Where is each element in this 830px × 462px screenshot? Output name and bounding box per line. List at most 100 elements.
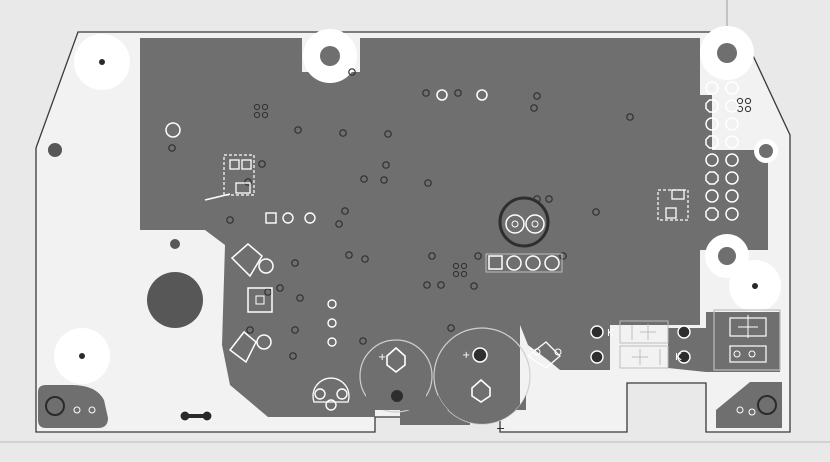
via-group — [168, 68, 752, 360]
via-icon — [530, 104, 538, 112]
via-icon — [744, 97, 752, 105]
via-icon — [384, 130, 392, 138]
via-icon — [736, 97, 744, 105]
component-round-center[interactable] — [498, 196, 550, 248]
via-icon — [422, 89, 430, 97]
via-icon — [261, 103, 269, 111]
edge-pad-right-hole — [759, 144, 773, 158]
via-icon — [296, 294, 304, 302]
via-icon — [428, 252, 436, 260]
capacitor-electrolytic-left[interactable]: + — [359, 339, 433, 413]
via-icon — [345, 251, 353, 259]
via-icon — [289, 352, 297, 360]
via-icon — [294, 126, 302, 134]
mounting-hole-right[interactable] — [729, 260, 781, 312]
via-icon — [454, 89, 462, 97]
via-icon — [339, 129, 347, 137]
trace-to-diodes — [520, 325, 610, 370]
via-icon — [447, 324, 455, 332]
via-icon — [264, 288, 272, 296]
cap-minus-label: − — [496, 422, 505, 435]
via-icon — [361, 255, 369, 263]
mounting-hole-bottom-left[interactable] — [54, 328, 110, 384]
th-pad-icon — [725, 153, 739, 167]
pads-bottom-left[interactable] — [45, 396, 213, 422]
th-pad-icon — [705, 189, 719, 203]
via-icon — [382, 161, 390, 169]
diode-upper[interactable]: K — [590, 320, 691, 344]
th-pad-icon — [705, 81, 719, 95]
via-icon — [380, 176, 388, 184]
copper-pour-main — [140, 38, 768, 425]
cap-right-plus-label: + — [462, 350, 470, 361]
transistor-to92-bottom[interactable] — [312, 377, 350, 411]
via-icon — [335, 220, 343, 228]
th-pad-icon — [725, 189, 739, 203]
component-ic-upper-left[interactable] — [204, 154, 255, 201]
th-pad-icon — [725, 99, 739, 113]
copper-pour-bottom-right — [716, 382, 782, 428]
mounting-hole-top-right[interactable] — [700, 26, 754, 80]
via-icon — [626, 113, 634, 121]
via-icon — [470, 282, 478, 290]
via-icon — [253, 103, 261, 111]
terminal-block-right[interactable] — [713, 309, 781, 371]
mounting-hole-top-center[interactable] — [303, 29, 357, 83]
th-pad-icon — [705, 171, 719, 185]
via-icon — [253, 111, 261, 119]
via-icon — [423, 281, 431, 289]
via-icon — [360, 175, 368, 183]
via-icon — [437, 281, 445, 289]
transistor-small-right[interactable] — [526, 341, 562, 369]
copper-pour-bottom-left — [38, 385, 108, 428]
th-pad-icon — [705, 207, 719, 221]
via-icon — [226, 216, 234, 224]
th-pad-icon — [725, 207, 739, 221]
via-icon — [452, 262, 460, 270]
via-icon — [744, 105, 752, 113]
via-icon — [424, 179, 432, 187]
diode-lower-k-label: K — [675, 352, 682, 363]
via-icon — [452, 270, 460, 278]
connector-row-middle[interactable] — [265, 212, 316, 224]
via-icon — [592, 208, 600, 216]
diode-upper-k-label: K — [607, 328, 614, 339]
th-pad-icon — [705, 153, 719, 167]
component-ic-right[interactable] — [657, 189, 689, 221]
mounting-hole-large-dark[interactable] — [147, 272, 203, 328]
diode-lower[interactable]: K — [590, 345, 691, 369]
via-icon — [545, 195, 553, 203]
header-2x8-right[interactable] — [705, 81, 739, 221]
via-icon — [460, 270, 468, 278]
via-icon — [359, 337, 367, 345]
via-icon — [246, 326, 254, 334]
mounting-hole-top-left[interactable] — [74, 34, 130, 90]
via-icon — [341, 207, 349, 215]
drill-small — [170, 239, 180, 249]
th-pad-icon — [705, 135, 719, 149]
via-icon — [291, 326, 299, 334]
th-pad-icon — [705, 117, 719, 131]
pad-column-small[interactable] — [327, 299, 337, 347]
pad-row-top[interactable] — [165, 89, 488, 138]
th-pad-icon — [725, 171, 739, 185]
via-icon — [474, 252, 482, 260]
th-pad-icon — [725, 81, 739, 95]
cap-left-plus-label: + — [378, 352, 386, 363]
via-icon — [533, 92, 541, 100]
via-icon — [258, 160, 266, 168]
via-icon — [276, 284, 284, 292]
via-icon — [348, 68, 356, 76]
th-pad-icon — [725, 135, 739, 149]
drill-left — [48, 143, 62, 157]
via-icon — [559, 252, 567, 260]
capacitor-electrolytic-right[interactable]: + − — [433, 327, 531, 435]
via-icon — [244, 178, 252, 186]
header-4pin-center[interactable] — [485, 253, 563, 273]
via-icon — [261, 111, 269, 119]
pads-bottom-right[interactable] — [736, 395, 777, 416]
th-pad-icon — [725, 117, 739, 131]
regulator-pads-left[interactable] — [228, 243, 274, 364]
